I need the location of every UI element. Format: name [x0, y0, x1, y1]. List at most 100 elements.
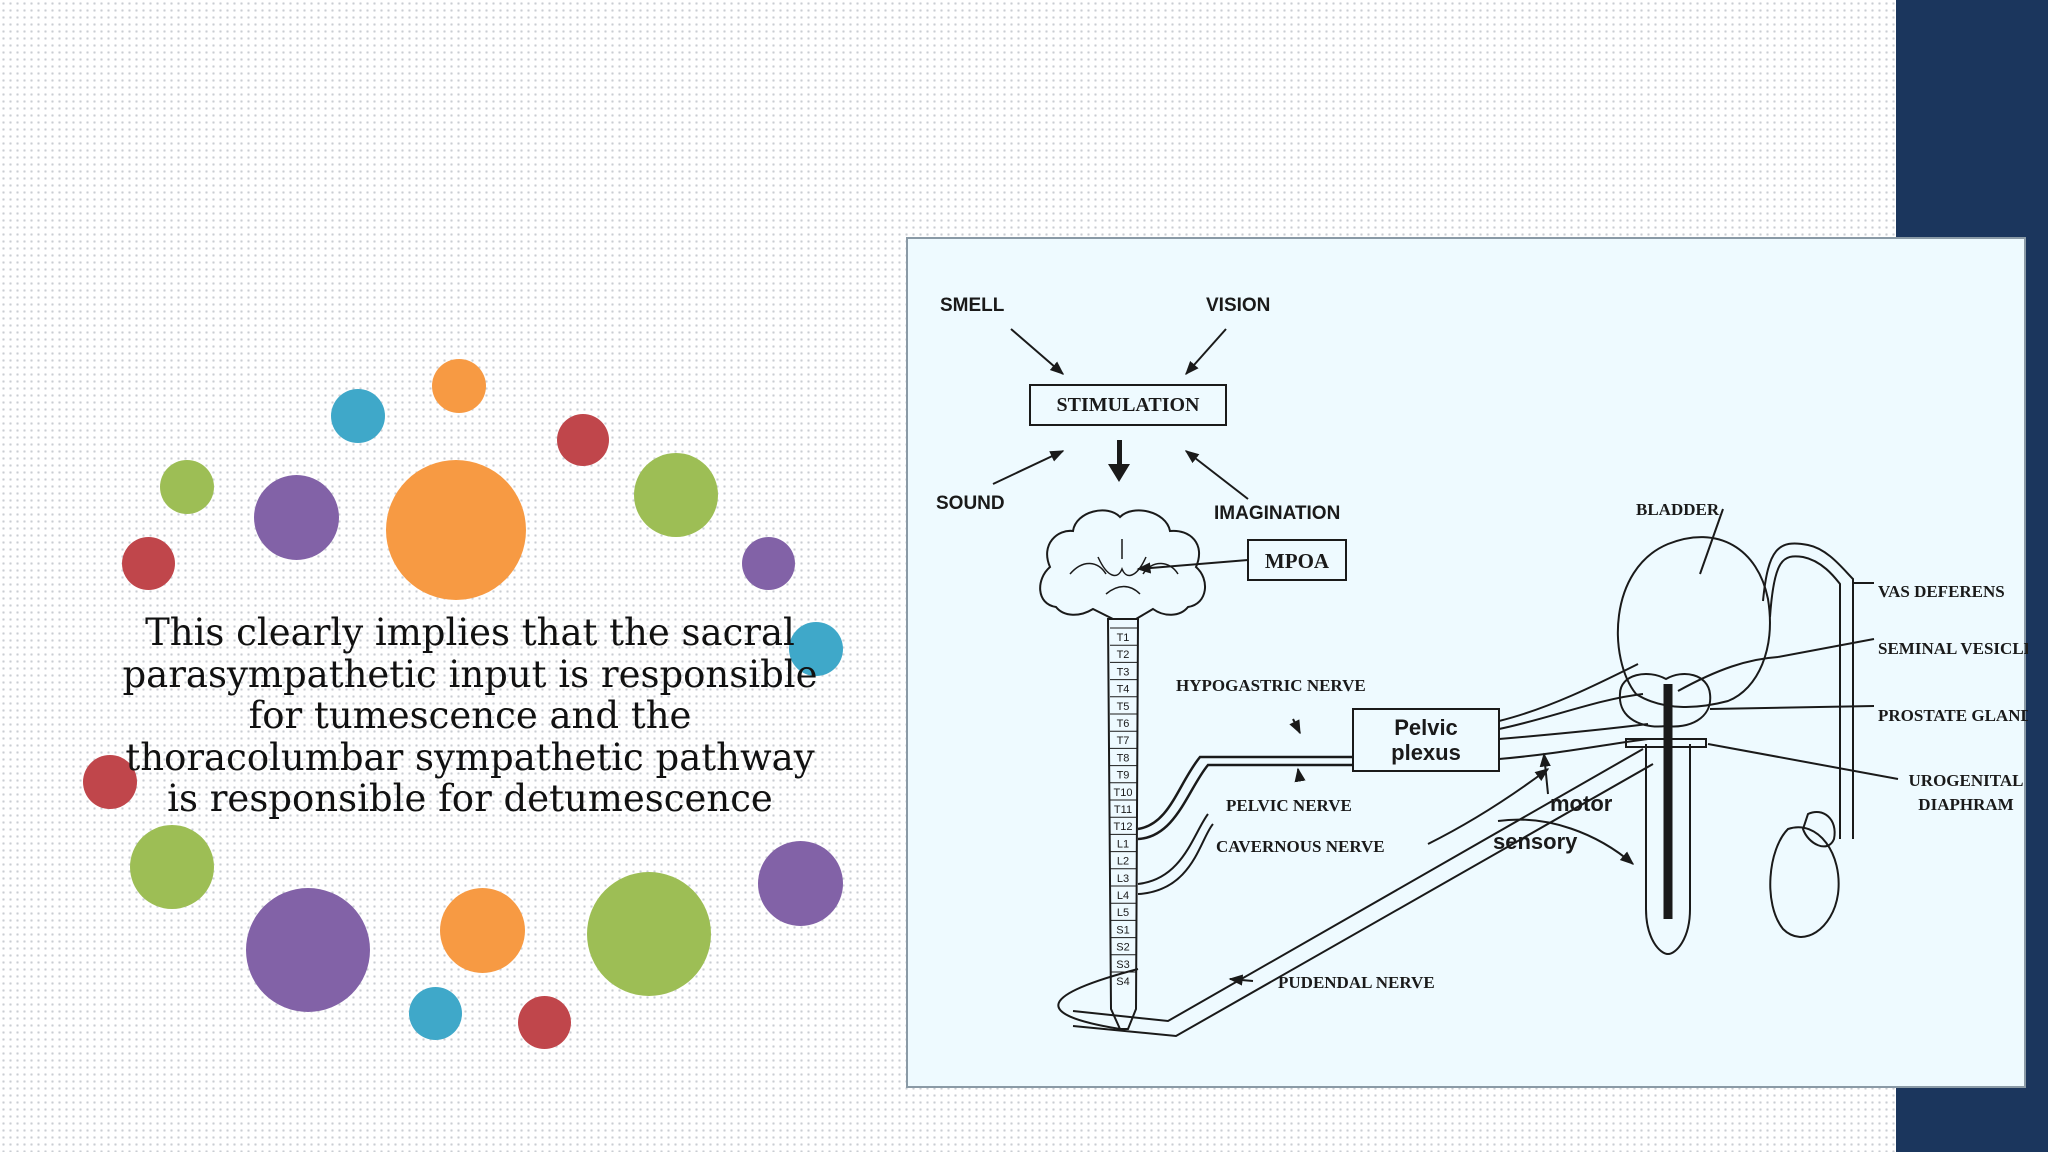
label-motor: motor: [1550, 791, 1613, 816]
arrow-smell: [1010, 328, 1065, 375]
circle-green-medium: [634, 453, 718, 537]
label-vas-deferens: VAS DEFERENS: [1878, 582, 2005, 601]
spinal-segment-t5: T5: [1117, 701, 1130, 713]
label-hypogastric-nerve: HYPOGASTRIC NERVE: [1176, 676, 1366, 695]
spinal-segment-t12: T12: [1114, 821, 1133, 833]
hypogastric-nerve-line: [1137, 755, 1353, 831]
spinal-segment-l4: L4: [1117, 890, 1129, 902]
spinal-segment-l3: L3: [1117, 873, 1129, 885]
label-pelvic-plexus-line1: Pelvic: [1394, 715, 1458, 740]
circle-purple-large: [246, 888, 370, 1012]
epididymis-outline: [1801, 811, 1836, 848]
bladder-leader: [1699, 508, 1724, 575]
spinal-segment-list: T1T2T3T4T5T6T7T8T9T10T11T12L1L2L3L4L5S1S…: [1110, 627, 1137, 988]
label-imagination: IMAGINATION: [1214, 503, 1340, 524]
penis-outline: [1645, 744, 1691, 956]
arrow-pudendal: [1228, 974, 1254, 986]
arrow-mpoa: [1136, 559, 1249, 574]
cavernous-nerve-line: [1427, 768, 1550, 845]
circle-teal-small: [409, 987, 462, 1040]
pelvic-nerve-line-2: [1137, 823, 1214, 895]
label-pudendal-nerve: PUDENDAL NERVE: [1278, 973, 1435, 992]
circle-green-large: [587, 872, 711, 996]
label-prostate-gland: PROSTATE GLAND: [1878, 706, 2028, 725]
arrow-motor: [1539, 752, 1551, 795]
spinal-cord: [1106, 618, 1140, 1030]
plexus-nerve-3: [1498, 723, 1649, 740]
spinal-segment-t8: T8: [1117, 752, 1130, 764]
circle-red-small: [518, 996, 571, 1049]
label-pelvic-plexus-line2: plexus: [1391, 740, 1461, 765]
label-bladder: BLADDER: [1636, 500, 1720, 519]
spinal-segment-t3: T3: [1117, 666, 1130, 678]
urogenital-leader: [1707, 743, 1899, 780]
label-smell: SMELL: [940, 295, 1005, 316]
pudendal-nerve-upper: [1072, 748, 1644, 1023]
circle-red-small: [122, 537, 175, 590]
arrow-hypogastric: [1289, 718, 1301, 735]
pudendal-nerve-lower: [1072, 763, 1654, 1038]
arrow-imagination: [1184, 450, 1249, 500]
seminal-vesicle: [1677, 656, 1779, 692]
label-vision: VISION: [1206, 295, 1270, 316]
spinal-segment-t7: T7: [1117, 735, 1130, 747]
testis-outline: [1769, 826, 1840, 938]
hypogastric-nerve-line-2: [1137, 763, 1353, 841]
spinal-segment-s3: S3: [1116, 959, 1129, 971]
seminal-vesicle-leader: [1777, 638, 1875, 658]
bladder-outline: [1616, 536, 1771, 708]
circle-red-small: [83, 755, 137, 809]
prostate-outline: [1618, 673, 1712, 728]
label-mpoa: MPOA: [1265, 549, 1330, 573]
spinal-segment-t9: T9: [1117, 770, 1130, 782]
prostate-leader: [1709, 705, 1875, 710]
label-sound: SOUND: [936, 493, 1005, 514]
plexus-nerve-1: [1498, 663, 1639, 722]
circle-purple-large: [758, 841, 843, 926]
spinal-segment-t1: T1: [1117, 632, 1130, 644]
arrow-sound: [992, 450, 1065, 485]
label-cavernous-nerve: CAVERNOUS NERVE: [1216, 837, 1385, 856]
brain-folds: [1069, 539, 1179, 595]
circle-green-small: [160, 460, 214, 514]
circle-orange-small: [432, 359, 486, 413]
spinal-segment-s4: S4: [1116, 976, 1129, 988]
pudendal-loop: [1057, 968, 1139, 1030]
vas-deferens-tube: [1762, 542, 1854, 839]
spinal-segment-l5: L5: [1117, 907, 1129, 919]
pelvic-nerve-line: [1137, 813, 1209, 885]
spinal-segment-l1: L1: [1117, 838, 1129, 850]
circle-orange-medium: [440, 888, 525, 973]
label-seminal-vesicle: SEMINAL VESICLE: [1878, 639, 2028, 658]
spinal-segment-t4: T4: [1117, 684, 1130, 696]
arrow-sensory: [1497, 818, 1635, 865]
arrow-to-brain: [1108, 440, 1130, 482]
label-sensory: sensory: [1493, 829, 1578, 854]
vas-deferens-tube-inner: [1769, 555, 1841, 839]
circle-teal-small: [331, 389, 385, 443]
circle-red-small: [557, 414, 609, 466]
label-urogenital-line2: DIAPHRAM: [1918, 795, 2013, 814]
spinal-segment-t2: T2: [1117, 649, 1130, 661]
circle-purple-small: [742, 537, 795, 590]
slide-caption: This clearly implies that the sacral par…: [122, 611, 818, 820]
label-pelvic-nerve: PELVIC NERVE: [1226, 796, 1352, 815]
spinal-segment-s1: S1: [1116, 924, 1129, 936]
arrow-pelvic: [1294, 767, 1306, 783]
plexus-nerve-2: [1498, 693, 1644, 730]
plexus-nerve-4: [1498, 738, 1649, 760]
spinal-segment-t11: T11: [1114, 804, 1132, 816]
pelvic-plexus-box: [1352, 708, 1500, 772]
circle-orange-large: [386, 460, 526, 600]
arrow-vision: [1185, 328, 1227, 376]
label-urogenital-line1: UROGENITAL: [1909, 771, 2024, 790]
brain-ventricles: [1097, 556, 1147, 577]
brain-outline: [1039, 509, 1206, 620]
circle-teal-small: [789, 622, 843, 676]
stimulation-box: [1029, 384, 1227, 426]
label-stimulation: STIMULATION: [1057, 394, 1201, 416]
circle-purple-medium: [254, 475, 339, 560]
spinal-segment-l2: L2: [1117, 856, 1129, 868]
spinal-segment-t6: T6: [1117, 718, 1130, 730]
